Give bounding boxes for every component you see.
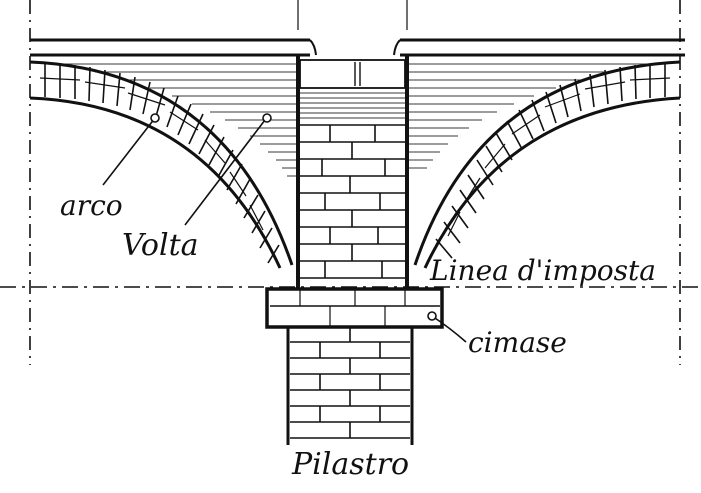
arch-left-extrados [29,60,294,266]
label-cimase: cimase [468,326,567,359]
cimase-slab [265,287,444,329]
pier-cap-block [299,59,406,89]
leader-lines [102,113,467,343]
label-pilastro: Pilastro [291,447,409,482]
leader-cimase [431,315,467,343]
leader-arco [102,117,156,186]
top-cornice [30,38,685,57]
guide-lines [0,0,701,365]
upper-pier-bricks [300,124,405,279]
label-volta: Volta [122,228,199,263]
label-arco: arco [60,189,123,222]
label-linea-imposta: Linea d'imposta [429,254,656,287]
lower-pier [286,327,414,445]
arch-left [29,60,294,269]
arch-right-extrados [413,60,681,266]
arch-right [413,60,681,269]
vault-hatch-right [407,63,650,169]
vault-hatch-left [60,63,298,177]
upper-pier [296,55,409,290]
arch-left-intrados [29,96,282,269]
leader-volta [184,119,266,226]
arch-right-intrados [423,96,681,269]
